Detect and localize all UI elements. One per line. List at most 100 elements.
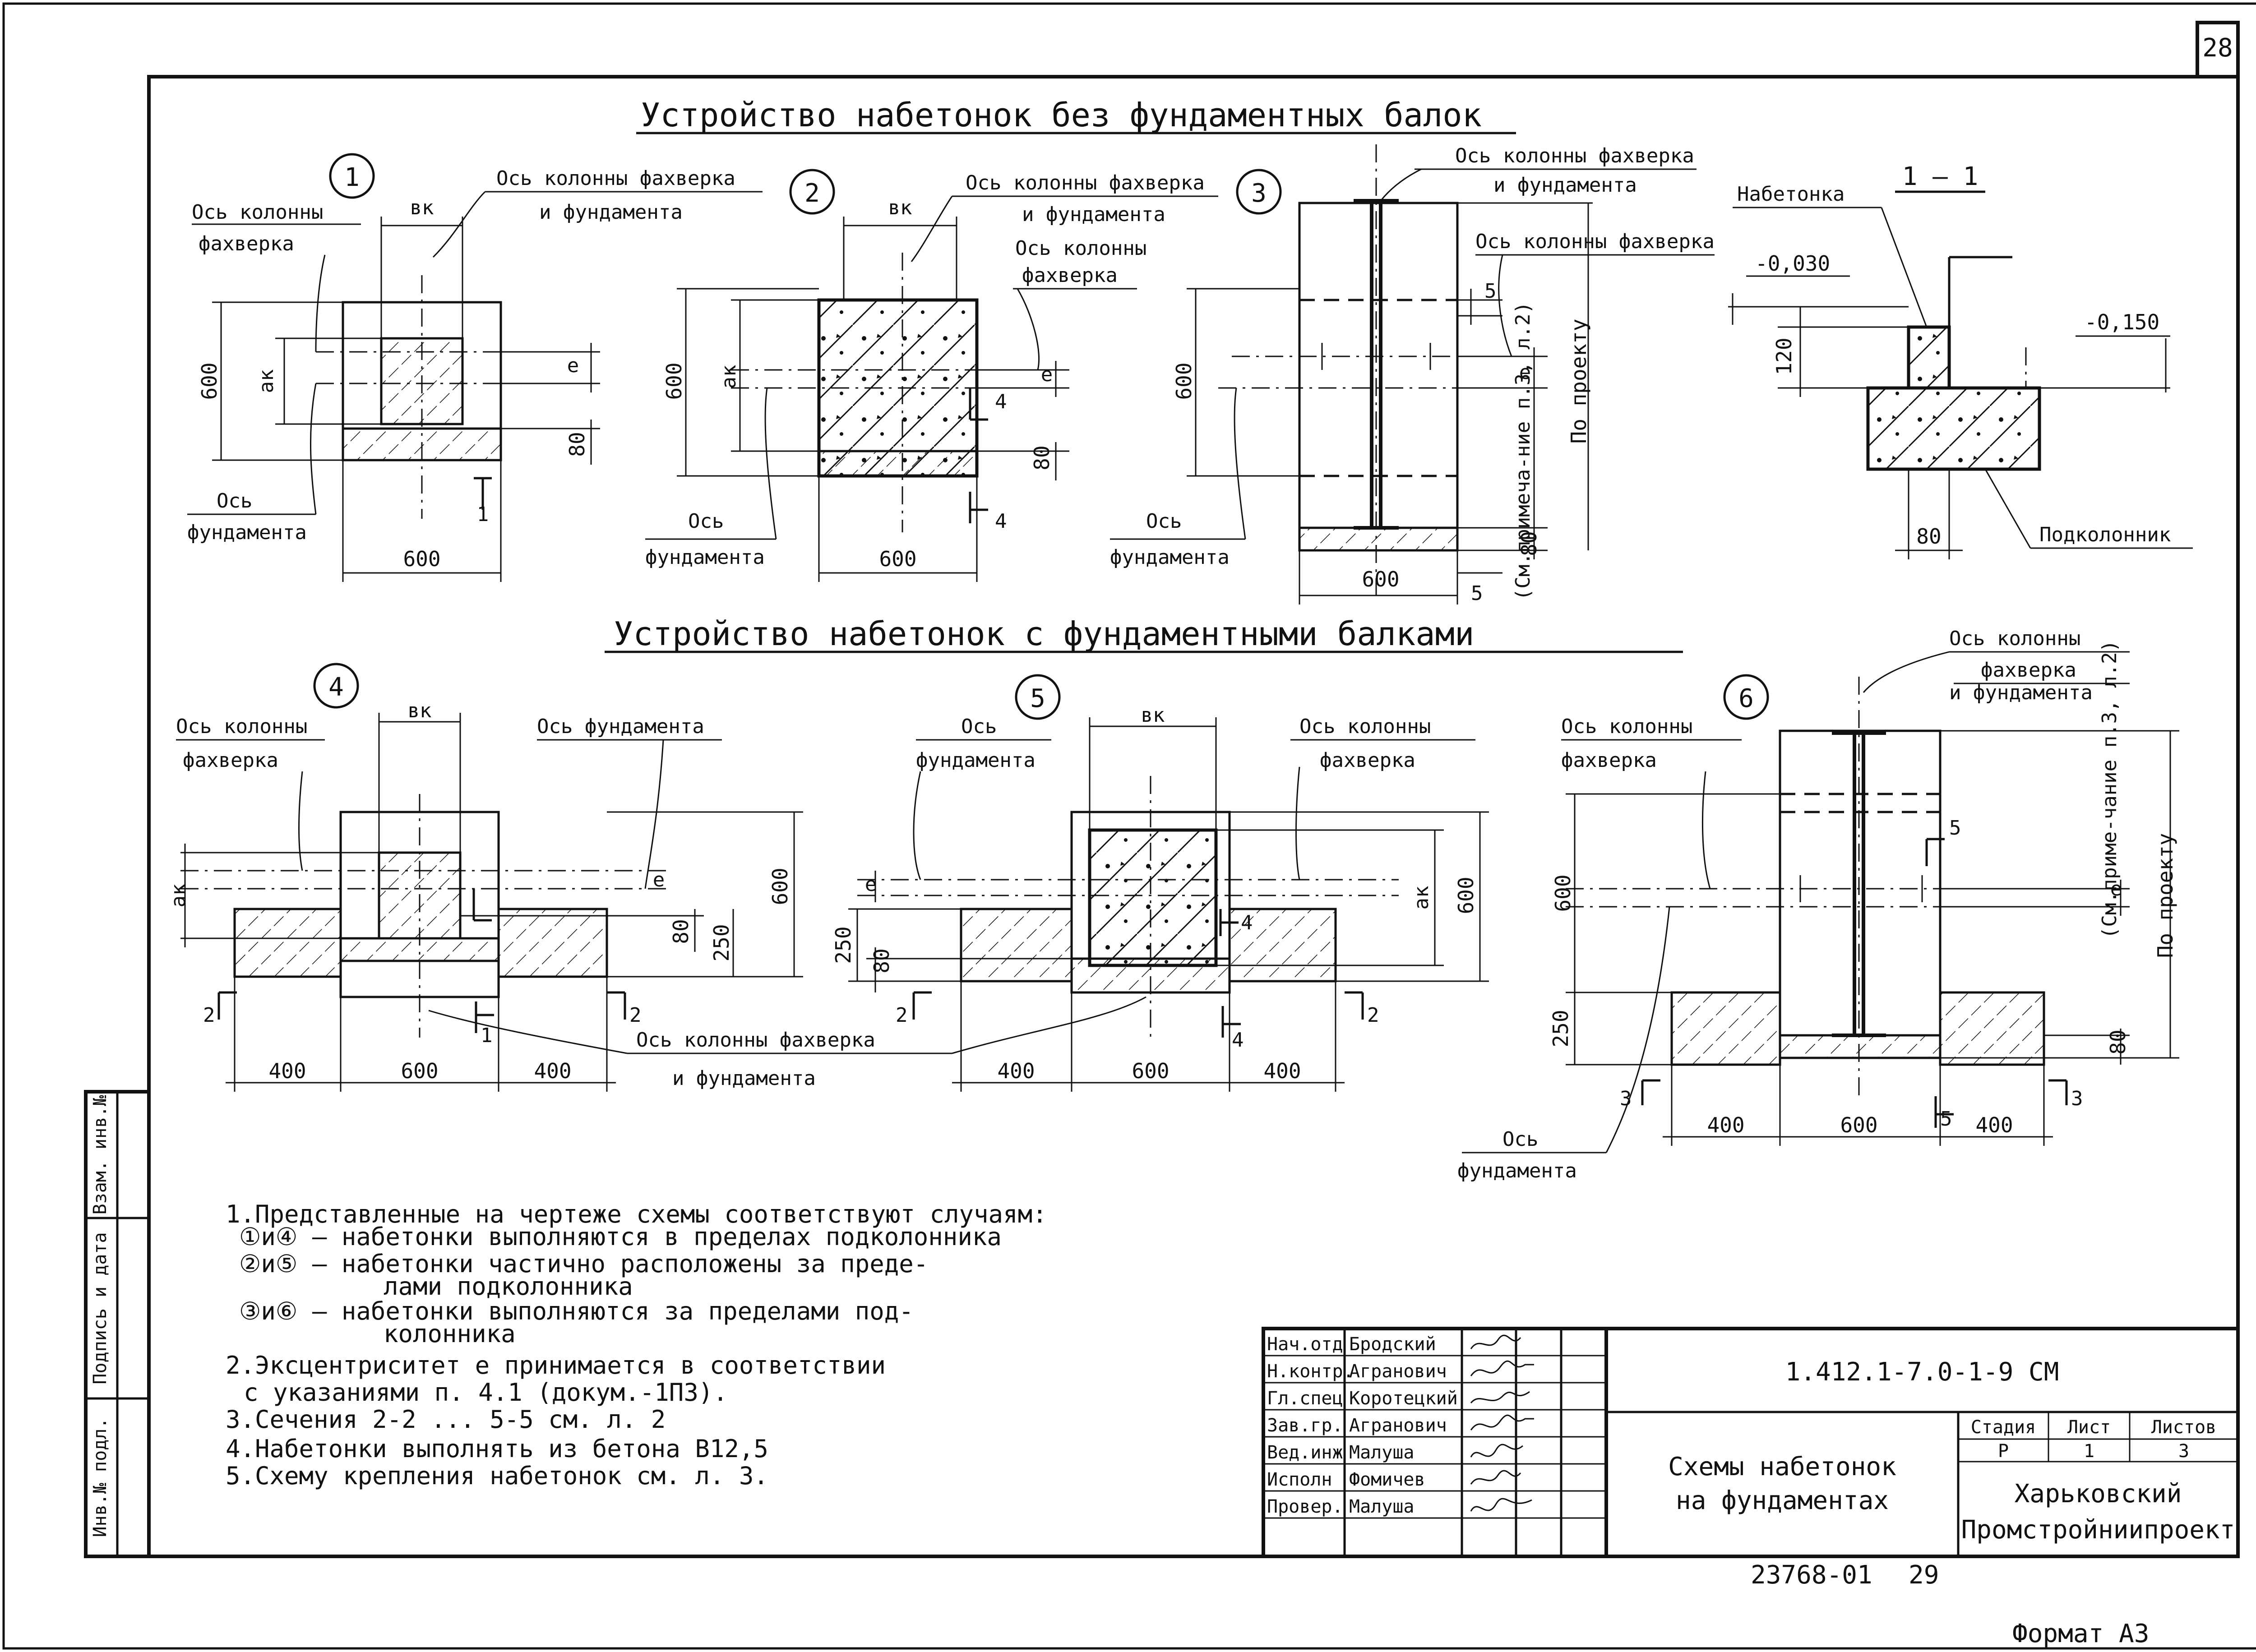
scheme-3-col-fnd-axis-1: Ось колонны фахверка	[1455, 144, 1694, 167]
scheme-6-by-project: По проекту	[2153, 833, 2177, 958]
note-2-cont: с указаниями п. 4.1 (докум.-1ПЗ).	[244, 1378, 728, 1407]
scheme-2-dim-80: 80	[1030, 445, 1054, 470]
section-1-1-label-top: Набетонка	[1737, 183, 1845, 206]
section-1-1-lvl1: -0,030	[1755, 251, 1830, 276]
scheme-6-fnd-axis-2: фундамента	[1457, 1159, 1577, 1182]
scheme-4-dim-250: 250	[709, 924, 734, 961]
scheme-1: 1 вк ак 600 е 80 600 1 Ось колонны	[187, 153, 763, 582]
note-1b-cont: лами подколонника	[384, 1272, 633, 1301]
scheme-4-ak: ак	[167, 884, 190, 908]
scheme-5-dim-250: 250	[831, 926, 855, 964]
scheme-3-col-fnd-axis-2: и фундамента	[1493, 174, 1637, 197]
inventory-number: 23768-01	[1751, 1560, 1872, 1590]
tb-name-6: Малуша	[1349, 1496, 1415, 1517]
scheme-1-marker	[329, 153, 375, 199]
scheme-6-dim-600: 600	[1840, 1113, 1877, 1137]
tb-sheet-header: Лист	[2067, 1417, 2111, 1438]
scheme-4-dim-600: 600	[401, 1059, 438, 1083]
tb-org-1: Харьковский	[2015, 1479, 2182, 1509]
signature-4	[1470, 1444, 1523, 1458]
scheme-2-section-b: 4	[995, 510, 1007, 533]
common-axis-2: и фундамента	[672, 1067, 816, 1090]
scheme-2-fnd-axis-2: фундамента	[645, 546, 765, 569]
scheme-6-dim-250: 250	[1549, 1010, 1573, 1047]
note-3: 3.Сечения 2-2 ... 5-5 см. л. 2	[226, 1405, 666, 1434]
scheme-5-col-axis-1: Ось колонны	[1299, 715, 1431, 738]
scheme-5-dim-80: 80	[869, 948, 894, 973]
section-1-1-nabetonka	[1907, 325, 1951, 390]
tb-role-3: Зав.гр.	[1267, 1415, 1343, 1436]
scheme-3-base-hatch	[1298, 526, 1459, 552]
scheme-6-fnd-axis-1: Ось	[1502, 1128, 1538, 1151]
note-5: 5.Схему крепления набетонок см. л. 3.	[226, 1462, 768, 1490]
scheme-4-dim-80: 80	[669, 919, 693, 944]
scheme-3-dim-600-w: 600	[1362, 567, 1399, 591]
scheme-4-dim-600-h: 600	[768, 868, 792, 905]
scheme-6-pedestal	[1779, 729, 1942, 1059]
note-1c: ③и⑥ — набетонки выполняются за пределами…	[239, 1297, 914, 1325]
scheme-2-marker	[789, 169, 835, 215]
tb-title-2: на фундаментах	[1676, 1486, 1889, 1515]
scheme-2-bk: вк	[888, 196, 912, 219]
title-block: Нач.отд Бродский Н.контр. Агранович Гл.с…	[1262, 1327, 2240, 1558]
tb-role-5: Исполн	[1267, 1469, 1332, 1490]
scheme-1-section: 1	[477, 503, 489, 526]
heading-top: Устройство набетонок без фундаментных ба…	[636, 96, 1516, 134]
scheme-2-dim-600-h: 600	[662, 362, 686, 400]
scheme-4-col-axis-2: фахверка	[183, 749, 278, 772]
section-1-1: 1 — 1 -0,030 -0,150 120 80 Набетонка Под…	[1728, 162, 2193, 559]
scheme-5-dim-600: 600	[1132, 1059, 1169, 1083]
scheme-6-base-hatch	[1779, 1034, 1942, 1059]
scheme-6-section-5: 5	[1940, 1107, 1952, 1131]
scheme-3-dim-80: 80	[1517, 531, 1541, 556]
scheme-1-ak: ак	[255, 369, 278, 393]
scheme-1-number: 1	[344, 163, 360, 192]
scheme-3-section-b: 5	[1471, 582, 1483, 605]
scheme-2-col-axis-2: фахверка	[1022, 264, 1118, 287]
scheme-4-col-axis-1: Ось колонны	[176, 715, 307, 738]
tb-role-1: Н.контр.	[1267, 1361, 1354, 1382]
scheme-5: 5 вк ак 600 250 80 е 400 600	[831, 674, 1489, 1092]
stamp-sign-date: Подпись и дата	[90, 1232, 111, 1384]
scheme-5-col-axis-2: фахверка	[1320, 749, 1415, 772]
tb-role-4: Вед.инж	[1267, 1442, 1343, 1463]
heading-bottom-text: Устройство набетонок с фундаментными бал…	[614, 615, 1474, 653]
scheme-1-dim-600-h: 600	[197, 362, 222, 400]
scheme-4-bk: вк	[408, 699, 432, 722]
scheme-3: 3 600 е 80 (См.примеча-ние п.3, л.2) По …	[1110, 144, 1715, 605]
signature-6	[1470, 1498, 1532, 1512]
scheme-5-e: е	[865, 873, 877, 896]
scheme-2-section-a: 4	[995, 390, 1007, 413]
scheme-3-note: (См.примеча-ние п.3, л.2)	[1512, 302, 1535, 600]
tb-stage: Р	[1998, 1441, 2009, 1462]
tb-name-1: Агранович	[1349, 1361, 1447, 1382]
tb-sheets-header: Листов	[2151, 1417, 2217, 1438]
scheme-6-dim-5a: 5	[1949, 817, 1961, 840]
scheme-4-marker	[313, 663, 359, 709]
stamp-inv-podl: Инв.№ подл.	[90, 1418, 111, 1537]
scheme-6-marker	[1723, 674, 1769, 720]
signature-0	[1470, 1334, 1521, 1349]
tb-org-2: Промстройниипроект	[1961, 1515, 2235, 1545]
scheme-3-pedestal	[1298, 202, 1459, 552]
tb-name-0: Бродский	[1349, 1334, 1436, 1355]
scheme-2-col-fnd-axis-2: и фундамента	[1022, 203, 1165, 226]
page-number: 29	[1909, 1560, 1939, 1590]
scheme-2-ak: ак	[717, 365, 740, 389]
scheme-2-col-fnd-axis-1: Ось колонны фахверка	[966, 171, 1205, 194]
tb-name-2: Коротецкий	[1349, 1388, 1458, 1409]
scheme-3-fnd-axis-2: фундамента	[1110, 546, 1230, 569]
scheme-3-col-axis: Ось колонны фахверка	[1475, 230, 1715, 253]
signature-1	[1470, 1360, 1534, 1376]
scheme-6-col-fnd-axis-1: Ось колонны	[1949, 627, 2080, 650]
tb-code: 1.412.1-7.0-1-9 СМ	[1785, 1357, 2059, 1387]
scheme-6-dim-600-h: 600	[1551, 874, 1575, 912]
scheme-6-beam-right	[1939, 991, 2045, 1066]
scheme-5-number: 5	[1030, 684, 1045, 713]
section-1-1-pedestal	[1866, 386, 2041, 471]
scheme-4-beam-left	[233, 908, 342, 978]
scheme-5-ak: ак	[1410, 886, 1433, 910]
note-1c-cont: колонника	[384, 1320, 516, 1348]
scheme-1-bk: вк	[410, 196, 434, 219]
